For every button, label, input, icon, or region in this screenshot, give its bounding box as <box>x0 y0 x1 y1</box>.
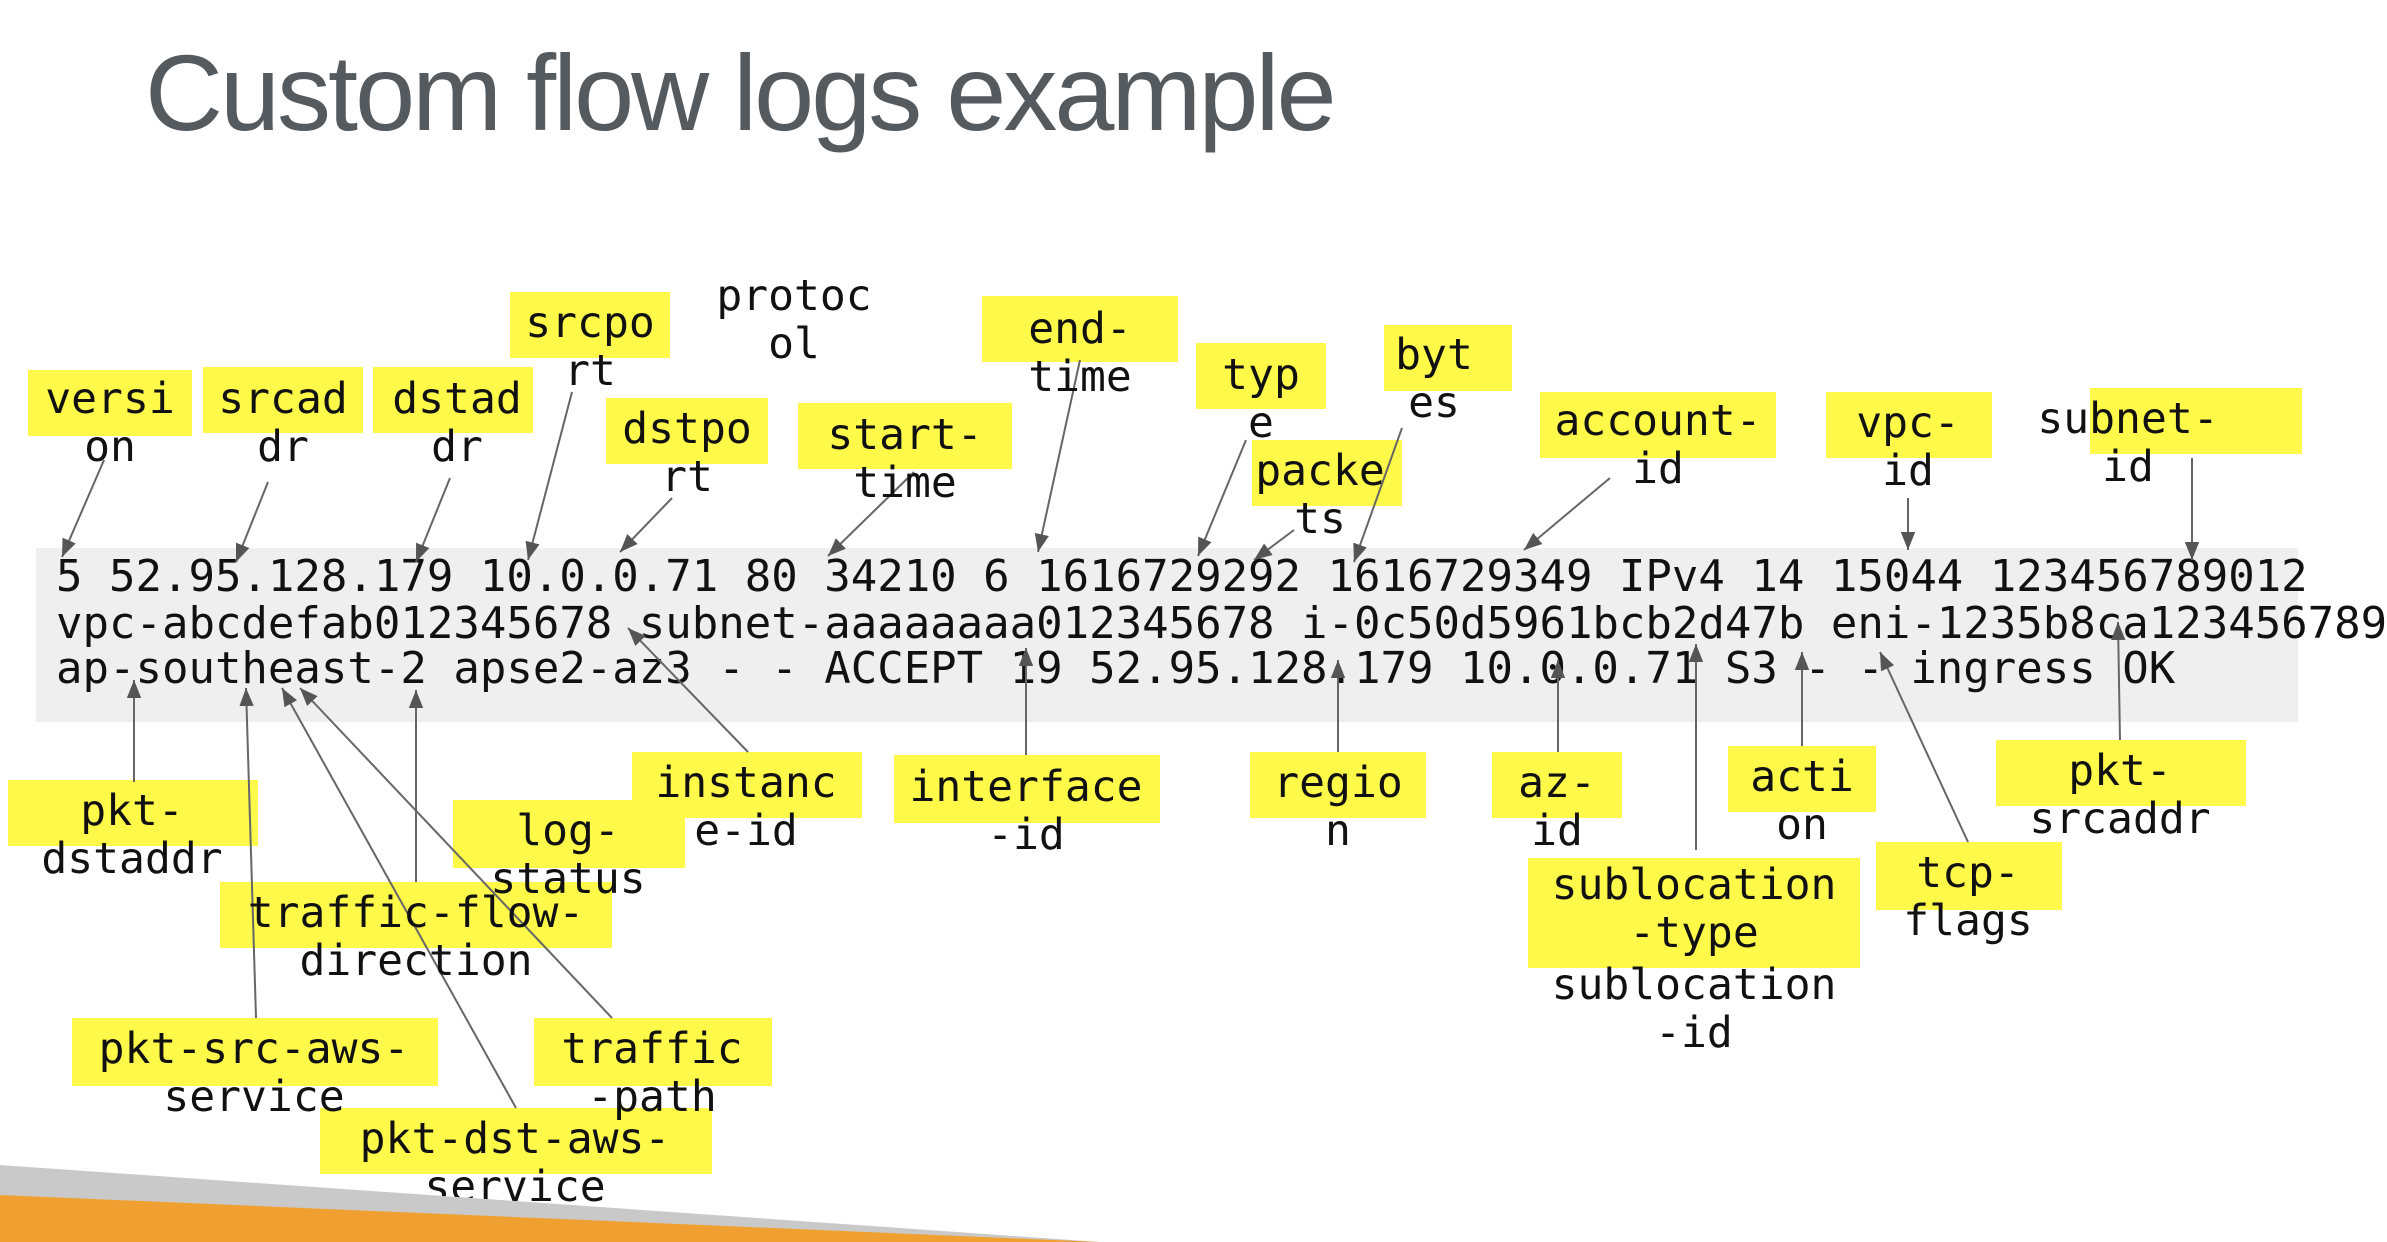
arrows-layer <box>61 359 2200 1109</box>
arrow-pkt-dst-aws-service <box>281 687 517 1109</box>
highlight-vpc-id <box>1826 392 1992 458</box>
slide-footer-decoration <box>0 1165 1100 1242</box>
highlight-dstport <box>606 398 768 464</box>
highlight-region <box>1250 752 1426 818</box>
label-sublocation-type: sublocation-type <box>1551 860 1837 958</box>
highlight-srcport <box>510 292 670 358</box>
log-line-1: 5 52.95.128.179 10.0.0.71 80 34210 6 161… <box>56 551 2308 602</box>
highlight-interface-id <box>894 755 1160 823</box>
highlight-az-id <box>1492 752 1622 818</box>
label-start-time: start-time <box>827 410 983 508</box>
highlight-action <box>1728 746 1876 812</box>
slide-title: Custom flow logs example <box>145 32 1337 153</box>
label-account-id: account-id <box>1554 396 1762 494</box>
highlight-end-time <box>982 296 1178 362</box>
arrow-version <box>61 459 105 558</box>
arrow-dstport <box>619 497 673 553</box>
highlight-pkt-dst-aws-service <box>320 1108 712 1174</box>
highlight-tcp-flags <box>1876 842 2062 910</box>
arrow-pkt-srcaddr <box>2111 621 2126 741</box>
highlight-bytes <box>1384 325 1512 391</box>
highlight-dstaddr <box>373 367 533 433</box>
highlight-log-status <box>453 800 685 868</box>
log-line-2: vpc-abcdefab012345678 subnet-aaaaaaaa012… <box>56 598 2387 649</box>
arrow-packets <box>1253 529 1295 561</box>
highlight-version <box>28 370 192 436</box>
arrow-traffic-path <box>299 687 613 1019</box>
highlight-sublocation-type <box>1528 858 1860 968</box>
arrow-srcaddr <box>235 481 269 563</box>
label-traffic-flow-direction: traffic-flow-direction <box>247 888 585 986</box>
highlight-subnet-id <box>2090 388 2302 454</box>
highlight-pkt-src-aws-service <box>72 1018 438 1086</box>
label-vpc-id: vpc-id <box>1856 398 1960 496</box>
arrow-srcport <box>525 391 573 561</box>
arrow-dstaddr <box>415 477 451 563</box>
slide: Custom flow logs example 5 52.95.128.179… <box>0 32 2387 1242</box>
highlight-start-time <box>798 403 1012 469</box>
arrow-tcp-flags <box>1879 651 1969 843</box>
arrow-account-id <box>1523 477 1611 551</box>
label-interface-id: interface-id <box>909 762 1143 860</box>
arrow-start-time <box>827 471 915 557</box>
highlight-pkt-srcaddr <box>1996 740 2246 806</box>
arrow-bytes <box>1353 427 1403 563</box>
label-az-id: az-id <box>1518 758 1596 856</box>
highlight-srcaddr <box>203 367 363 433</box>
arrow-pkt-src-aws-service <box>239 687 257 1019</box>
highlight-traffic-path <box>534 1018 772 1086</box>
highlight-pkt-dstaddr <box>8 780 258 846</box>
label-end-time: end-time <box>1028 304 1132 402</box>
label-subnet-id: subnet-id <box>2037 394 2219 492</box>
label-pkt-srcaddr: pkt-srcaddr <box>2029 746 2211 844</box>
highlight-traffic-flow-direction <box>220 882 612 948</box>
highlight-account-id <box>1540 392 1776 458</box>
arrow-end-time <box>1034 359 1081 553</box>
label-sublocation-id: sublocation-id <box>1551 960 1837 1058</box>
label-tcp-flags: tcp-flags <box>1903 848 2033 946</box>
arrow-type <box>1197 439 1247 557</box>
log-line-3: ap-southeast-2 apse2-az3 - - ACCEPT 19 5… <box>56 643 2176 694</box>
label-pkt-dstaddr: pkt-dstaddr <box>41 786 223 884</box>
highlight-type <box>1196 343 1326 409</box>
label-traffic-path: traffic-path <box>561 1024 743 1122</box>
arrow-instance-id <box>627 627 749 753</box>
label-log-status: log-status <box>490 806 646 904</box>
label-pkt-src-aws-service: pkt-src-aws-service <box>98 1024 410 1122</box>
